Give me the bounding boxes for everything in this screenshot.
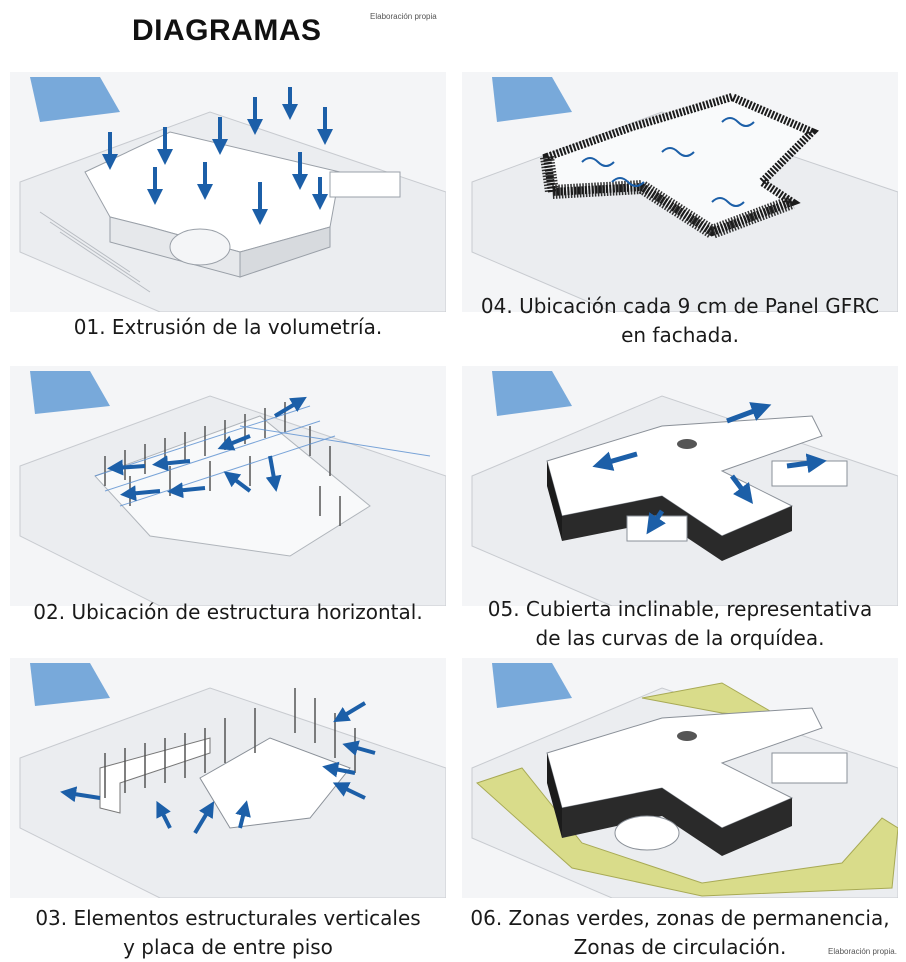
caption-01-line-1: 01. Extrusión de la volumetría. xyxy=(73,315,383,339)
caption-02-line-1: 02. Ubicación de estructura horizontal. xyxy=(33,600,423,624)
caption-05-line-1: 05. Cubierta inclinable, representativa xyxy=(487,597,873,621)
caption-03-line-2: y placa de entre piso xyxy=(123,935,333,959)
source-note-bottom: Elaboración propia. xyxy=(828,947,897,956)
caption-04-line-1: 04. Ubicación cada 9 cm de Panel GFRC xyxy=(480,294,880,318)
panel-02-image xyxy=(10,366,446,606)
diagram-title: DIAGRAMAS xyxy=(132,14,322,47)
extrusion-illustration xyxy=(10,72,446,312)
caption-02: 02. Ubicación de estructura horizontal. xyxy=(10,598,446,627)
caption-05-line-2: de las curvas de la orquídea. xyxy=(535,626,825,650)
panel-01-image xyxy=(10,72,446,312)
panel-03-image xyxy=(10,658,446,898)
caption-06-line-1: 06. Zonas verdes, zonas de permanencia, xyxy=(470,906,890,930)
inclined-roof-illustration xyxy=(462,366,898,606)
green-zones-illustration xyxy=(462,658,898,898)
caption-03: 03. Elementos estructurales verticales y… xyxy=(10,904,446,962)
horizontal-structure-illustration xyxy=(10,366,446,606)
caption-03-line-1: 03. Elementos estructurales verticales xyxy=(35,906,421,930)
panel-04-image xyxy=(462,72,898,312)
caption-01: 01. Extrusión de la volumetría. xyxy=(10,313,446,342)
panel-06-image xyxy=(462,658,898,898)
gfrc-facade-illustration xyxy=(462,72,898,312)
caption-06: 06. Zonas verdes, zonas de permanencia, … xyxy=(462,904,898,962)
caption-04: 04. Ubicación cada 9 cm de Panel GFRC en… xyxy=(462,292,898,350)
source-note-top: Elaboración propia xyxy=(370,12,437,21)
caption-05: 05. Cubierta inclinable, representativa … xyxy=(462,595,898,653)
panel-05-image xyxy=(462,366,898,606)
caption-04-line-2: en fachada. xyxy=(621,323,739,347)
caption-06-line-2: Zonas de circulación. xyxy=(573,935,787,959)
vertical-structure-illustration xyxy=(10,658,446,898)
